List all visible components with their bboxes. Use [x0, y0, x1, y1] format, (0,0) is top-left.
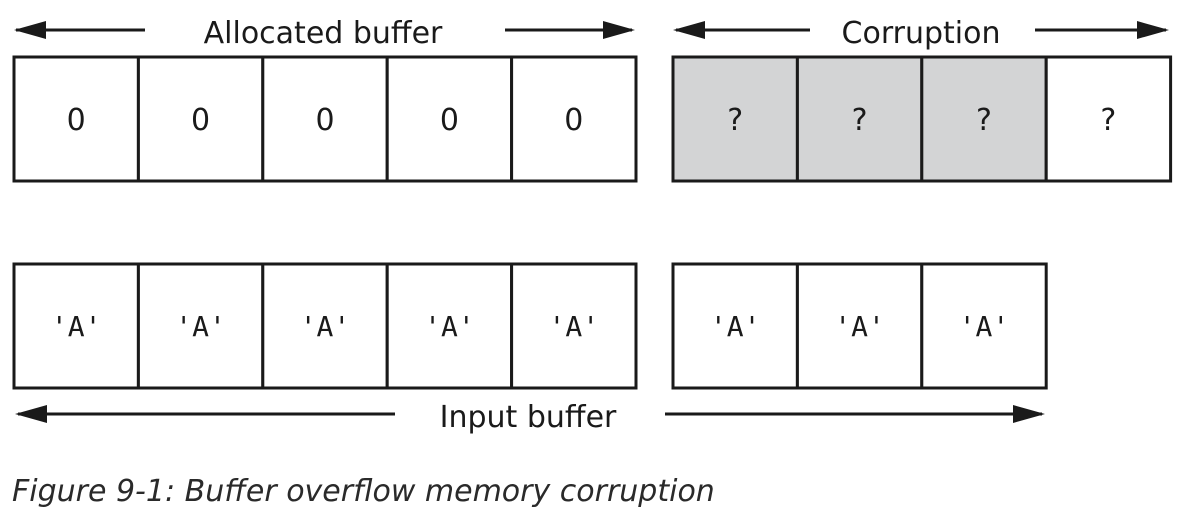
input-buffer-cell-value: 'A' [51, 310, 102, 343]
input-buffer-arrowhead-left [15, 405, 47, 423]
allocated-buffer-arrowhead-right [603, 21, 635, 39]
input-buffer-label: Input buffer [440, 400, 617, 435]
allocated-buffer-cell-value: 0 [440, 103, 459, 138]
input-buffer-cell-value: 'A' [175, 310, 226, 343]
input-buffer-cell [136, 262, 265, 390]
input-buffer-overflow-cell [920, 262, 1048, 390]
allocated-buffer-cell [510, 55, 638, 183]
input-buffer-cell [261, 262, 389, 390]
allocated-buffer-arrowhead-left [14, 21, 46, 39]
input-buffer-overflow-cell-value: 'A' [834, 310, 885, 343]
input-buffer-overflow-cell-value: 'A' [710, 310, 761, 343]
allocated-buffer-cell-value: 0 [191, 103, 210, 138]
input-buffer-row: 'A' 'A' 'A' 'A' 'A' 'A' 'A' 'A' [12, 262, 1048, 390]
corruption-arrowhead-left [673, 21, 705, 39]
input-buffer-arrowhead-right [1013, 405, 1045, 423]
allocated-buffer-cell-value: 0 [315, 103, 334, 138]
input-buffer-cell-value: 'A' [300, 310, 351, 343]
allocated-buffer-label: Allocated buffer [204, 16, 443, 51]
input-buffer-cell [12, 262, 140, 390]
corruption-cell-value: ? [976, 103, 992, 138]
input-buffer-cell-value: 'A' [424, 310, 475, 343]
corruption-label: Corruption [842, 16, 1001, 51]
allocated-buffer-cell-value: 0 [67, 103, 86, 138]
input-buffer-cell [510, 262, 638, 390]
corruption-arrowhead-right [1137, 21, 1169, 39]
input-buffer-cell-value: 'A' [549, 310, 600, 343]
input-buffer-cell [385, 262, 514, 390]
corruption-cell-value: ? [727, 103, 743, 138]
corruption-row: ???? [671, 55, 1173, 183]
input-buffer-overflow-cell-value: 'A' [959, 310, 1010, 343]
allocated-buffer-cell [385, 55, 514, 183]
corruption-cell [1044, 55, 1173, 183]
allocated-buffer-cell [12, 55, 140, 183]
figure-caption: Figure 9-1: Buffer overflow memory corru… [12, 474, 715, 509]
corruption-cell [671, 55, 799, 183]
allocated-buffer-cell-value: 0 [564, 103, 583, 138]
allocated-buffer-cell [136, 55, 265, 183]
corruption-cell-value: ? [1100, 103, 1116, 138]
allocated-buffer-cell [261, 55, 389, 183]
allocated-buffer-row: 0 0 0 0 0 [12, 55, 638, 183]
corruption-cell-value: ? [852, 103, 868, 138]
